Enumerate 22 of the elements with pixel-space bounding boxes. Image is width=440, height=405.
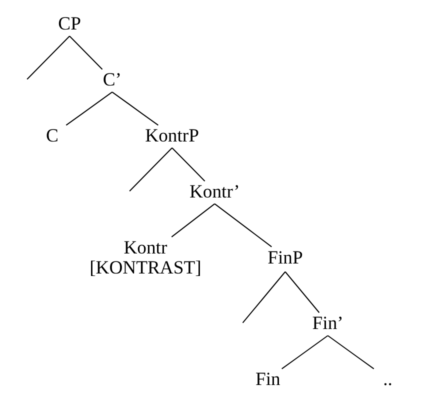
connector <box>66 92 112 126</box>
node-text: Kontr’ <box>189 181 240 202</box>
node-text: FinP <box>268 247 303 268</box>
node-text: C’ <box>102 70 122 91</box>
node-text: Fin <box>255 369 280 390</box>
connector <box>171 203 215 238</box>
connector <box>69 36 103 70</box>
connector <box>328 335 374 370</box>
node-text: Fin’ <box>312 313 344 334</box>
connector <box>282 335 328 370</box>
node-text: CP <box>58 14 81 35</box>
connector <box>284 271 320 313</box>
node-text: .. <box>383 369 392 390</box>
connector <box>214 203 272 248</box>
node-text: C <box>46 126 58 147</box>
connector <box>129 148 172 192</box>
connector <box>26 36 70 80</box>
node-text: Kontr [KONTRAST] <box>90 237 202 278</box>
connector <box>242 271 286 324</box>
connector <box>172 148 206 182</box>
node-text: KontrP <box>145 126 199 147</box>
connector <box>112 92 158 126</box>
